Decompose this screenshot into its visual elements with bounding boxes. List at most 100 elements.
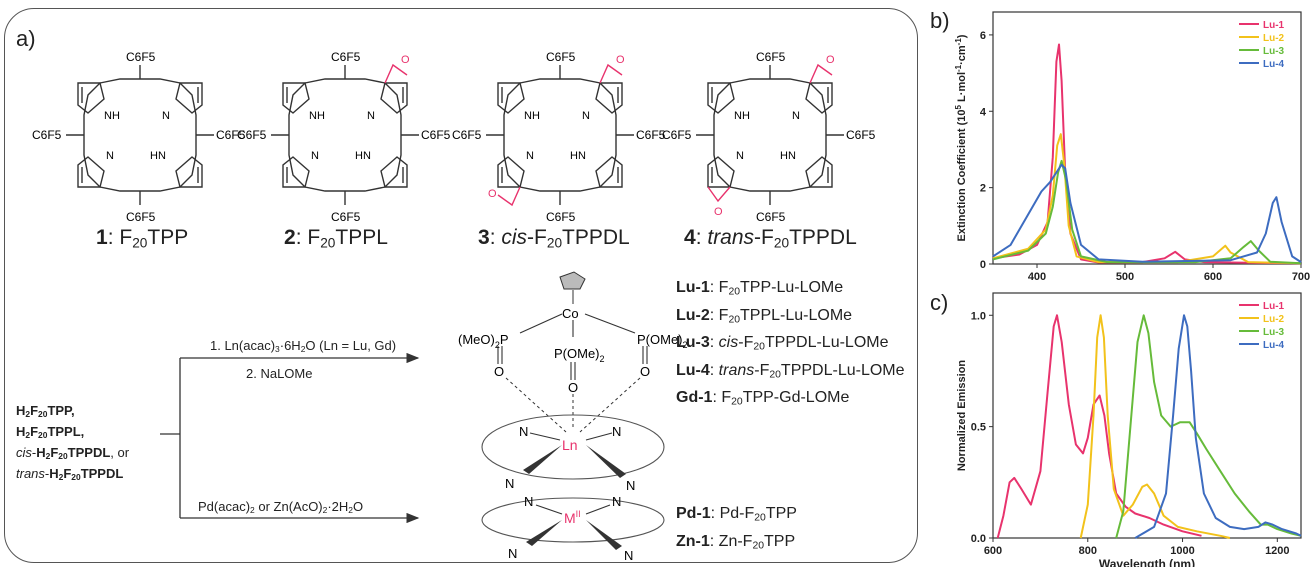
svg-text:C6F5: C6F5 <box>662 128 692 142</box>
m-complex: MII N N N N <box>481 494 665 563</box>
svg-text:HN: HN <box>780 150 796 162</box>
x-tick-label: 1200 <box>1265 545 1289 557</box>
svg-text:P(OMe)2: P(OMe)2 <box>637 332 688 350</box>
x-axis-label: Wavelength (nm) <box>1099 557 1195 567</box>
series-line-lu-1 <box>996 314 1202 539</box>
legend-label: Lu-4 <box>1263 59 1285 70</box>
svg-text:C6F5: C6F5 <box>756 50 786 64</box>
sub-bottom: C6F5 <box>126 210 156 224</box>
compound-label-2: 2: F20TPPL <box>284 226 388 251</box>
list-item: Pd-1: Pd-F20TPP <box>676 505 797 524</box>
sub-left: C6F5 <box>32 128 62 142</box>
svg-text:O: O <box>616 54 625 66</box>
svg-text:NH: NH <box>524 110 540 122</box>
list-item: Lu-4: trans-F20TPPDL-Lu-LOMe <box>676 361 905 381</box>
svg-text:O: O <box>488 188 497 200</box>
series-line-lu-1 <box>992 43 1302 265</box>
svg-text:N: N <box>367 110 375 122</box>
plot-frame <box>992 11 1302 265</box>
series-line-lu-4 <box>1134 314 1302 539</box>
legend-label: Lu-2 <box>1263 33 1285 44</box>
structure-3: O O C6F5 C6F5 C6F5 C6F5 NH N HN N <box>452 50 666 224</box>
structure-4: O O C6F5 C6F5 C6F5 C6F5 NH N HN N <box>662 50 876 224</box>
sub-top: C6F5 <box>126 50 156 64</box>
lu-compound-list: Lu-1: F20TPP-Lu-LOMe Lu-2: F20TPPL-Lu-LO… <box>676 276 905 414</box>
svg-text:N: N <box>524 494 533 509</box>
series-line-lu-3 <box>1115 314 1302 539</box>
series-line-lu-2 <box>1079 314 1231 539</box>
starting-materials: H2F20TPP, H2F20TPPL, cis-H2F20TPPDL, or … <box>16 403 130 483</box>
legend-label: Lu-1 <box>1263 301 1285 312</box>
list-item: Zn-1: Zn-F20TPP <box>676 532 796 552</box>
n: N <box>106 150 114 162</box>
y-axis-label: Normalized Emission <box>956 360 968 472</box>
svg-text:C6F5: C6F5 <box>331 50 361 64</box>
ln-complex: Co (MeO)2P P(OMe)2 P(OMe)2 O O O Ln <box>458 271 688 493</box>
svg-text:C6F5: C6F5 <box>756 210 786 224</box>
legend-label: Lu-3 <box>1263 46 1285 57</box>
structure-2: O C6F5 C6F5 C6F5 C6F5 NH N HN N <box>237 50 451 224</box>
compound-label-1: 1: F20TPP <box>96 226 189 251</box>
svg-text:O: O <box>714 206 723 218</box>
series-line-lu-3 <box>992 159 1302 265</box>
series-line-lu-2 <box>992 133 1302 265</box>
list-item: Gd-1: F20TPP-Gd-LOMe <box>676 389 850 408</box>
porphyrin-structures: C6F5 C6F5 C6F5 C6F5 NH N HN N O C6F5 C6F… <box>32 50 876 224</box>
y-tick-label: 0.0 <box>971 533 986 545</box>
panel-label-b: b) <box>930 8 950 33</box>
reagent-pd-zn: Pd(acac)2 or Zn(AcO)2·2H2O <box>198 499 364 516</box>
panel-label-a: a) <box>16 26 36 51</box>
legend-label: Lu-4 <box>1263 340 1285 351</box>
svg-text:C6F5: C6F5 <box>846 128 876 142</box>
svg-text:N: N <box>505 476 514 491</box>
x-tick-label: 1000 <box>1170 545 1194 557</box>
hn: HN <box>150 150 166 162</box>
svg-text:N: N <box>626 478 635 493</box>
absorption-chart: 4005006007000246Wavelength (nm)Extinctio… <box>954 11 1310 284</box>
compound-label-3: 3: cis-F20TPPDL <box>478 226 630 251</box>
x-tick-label: 500 <box>1116 271 1134 283</box>
plot-frame <box>992 292 1302 539</box>
y-tick-label: 4 <box>980 106 987 118</box>
legend-label: Lu-3 <box>1263 327 1285 338</box>
svg-text:C6F5: C6F5 <box>546 210 576 224</box>
x-tick-label: 800 <box>1079 545 1097 557</box>
x-tick-label: 400 <box>1028 271 1046 283</box>
svg-text:C6F5: C6F5 <box>331 210 361 224</box>
svg-text:N: N <box>792 110 800 122</box>
lactone-o: O <box>401 54 410 66</box>
svg-text:N: N <box>519 424 528 439</box>
co-label: Co <box>562 306 579 321</box>
list-item: Lu-2: F20TPPL-Lu-LOMe <box>676 306 853 326</box>
svg-text:C6F5: C6F5 <box>237 128 267 142</box>
svg-text:N: N <box>311 150 319 162</box>
sub-right: C6F5 <box>216 128 246 142</box>
svg-text:N: N <box>612 494 621 509</box>
m-label: MII <box>564 509 581 526</box>
svg-text:C6F5: C6F5 <box>421 128 451 142</box>
legend-label: Lu-2 <box>1263 314 1285 325</box>
svg-text:HN: HN <box>355 150 371 162</box>
x-tick-label: 700 <box>1292 271 1310 283</box>
compound-label-4: 4: trans-F20TPPDL <box>684 226 857 251</box>
svg-text:NH: NH <box>309 110 325 122</box>
legend-label: Lu-1 <box>1263 20 1285 31</box>
svg-text:N: N <box>736 150 744 162</box>
metal-compound-list: Pd-1: Pd-F20TPP Zn-1: Zn-F20TPP <box>676 502 797 557</box>
n: N <box>162 110 170 122</box>
scheme-panel <box>4 8 918 563</box>
ln-label: Ln <box>562 437 578 453</box>
svg-text:N: N <box>508 546 517 561</box>
svg-text:C6F5: C6F5 <box>636 128 666 142</box>
reagent-step1: 1. Ln(acac)3·6H2O (Ln = Lu, Gd) <box>210 338 397 355</box>
y-tick-label: 1.0 <box>971 310 986 322</box>
svg-text:O: O <box>568 380 578 395</box>
svg-text:C6F5: C6F5 <box>546 50 576 64</box>
svg-text:C6F5: C6F5 <box>452 128 482 142</box>
nh: NH <box>104 110 120 122</box>
y-tick-label: 0.5 <box>971 422 986 434</box>
list-item: Lu-3: cis-F20TPPDL-Lu-LOMe <box>676 334 889 353</box>
y-tick-label: 6 <box>980 30 986 42</box>
svg-text:O: O <box>826 54 835 66</box>
